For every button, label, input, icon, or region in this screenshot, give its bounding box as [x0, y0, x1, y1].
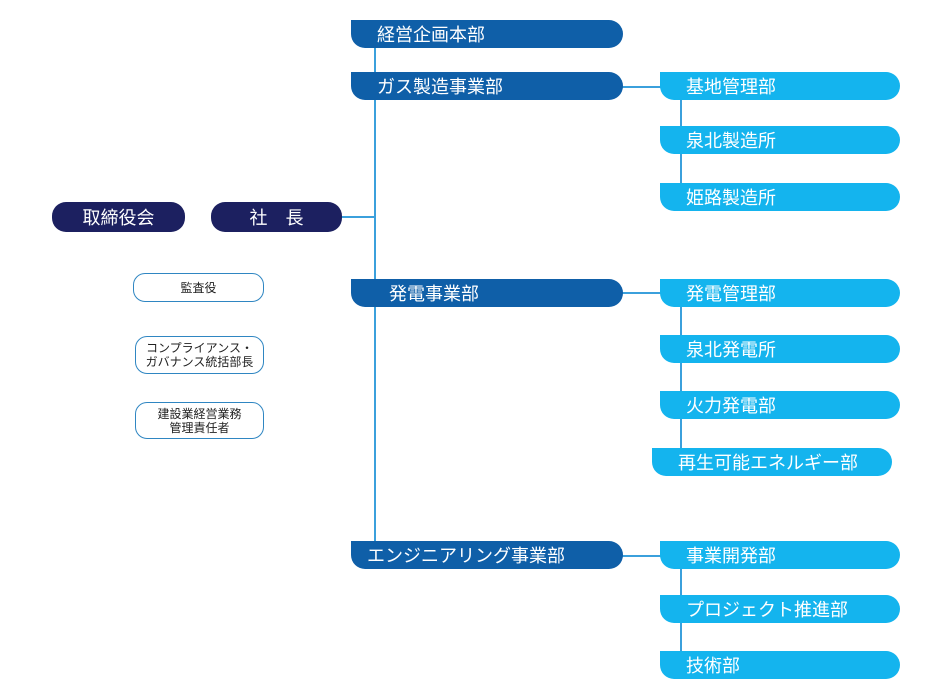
staff-construction-manager-node: 建設業経営業務管理責任者 — [135, 402, 264, 439]
board-node: 取締役会 — [52, 202, 185, 232]
unit-himeji-plant: 姫路製造所 — [660, 183, 900, 211]
staff-line: コンプライアンス・ — [146, 341, 253, 355]
connector-gas-to-units — [620, 86, 662, 88]
connector-president-to-spine — [340, 216, 375, 218]
unit-senboku-power-station: 泉北発電所 — [660, 335, 900, 363]
staff-line: ガバナンス統括部長 — [145, 355, 254, 369]
unit-technology: 技術部 — [660, 651, 900, 679]
president-node: 社 長 — [211, 202, 342, 232]
unit-power-management: 発電管理部 — [660, 279, 900, 307]
division-gas-manufacturing: ガス製造事業部 — [351, 72, 623, 100]
staff-line: 建設業経営業務 — [157, 406, 242, 421]
connector-power-to-units — [620, 292, 662, 294]
staff-auditor-node: 監査役 — [133, 273, 264, 302]
unit-project-promotion: プロジェクト推進部 — [660, 595, 900, 623]
connector-power-units-spine — [680, 292, 682, 460]
division-corporate-planning: 経営企画本部 — [351, 20, 623, 48]
unit-thermal-power: 火力発電部 — [660, 391, 900, 419]
connector-eng-to-units — [620, 555, 662, 557]
division-engineering: エンジニアリング事業部 — [351, 541, 623, 569]
staff-line: 管理責任者 — [169, 420, 230, 435]
unit-business-development: 事業開発部 — [660, 541, 900, 569]
staff-line: 監査役 — [180, 280, 217, 295]
staff-compliance-node: コンプライアンス・ガバナンス統括部長 — [135, 336, 264, 374]
unit-renewable-energy: 再生可能エネルギー部 — [652, 448, 892, 476]
division-power-generation: 発電事業部 — [351, 279, 623, 307]
unit-senboku-plant: 泉北製造所 — [660, 126, 900, 154]
unit-terminal-management: 基地管理部 — [660, 72, 900, 100]
